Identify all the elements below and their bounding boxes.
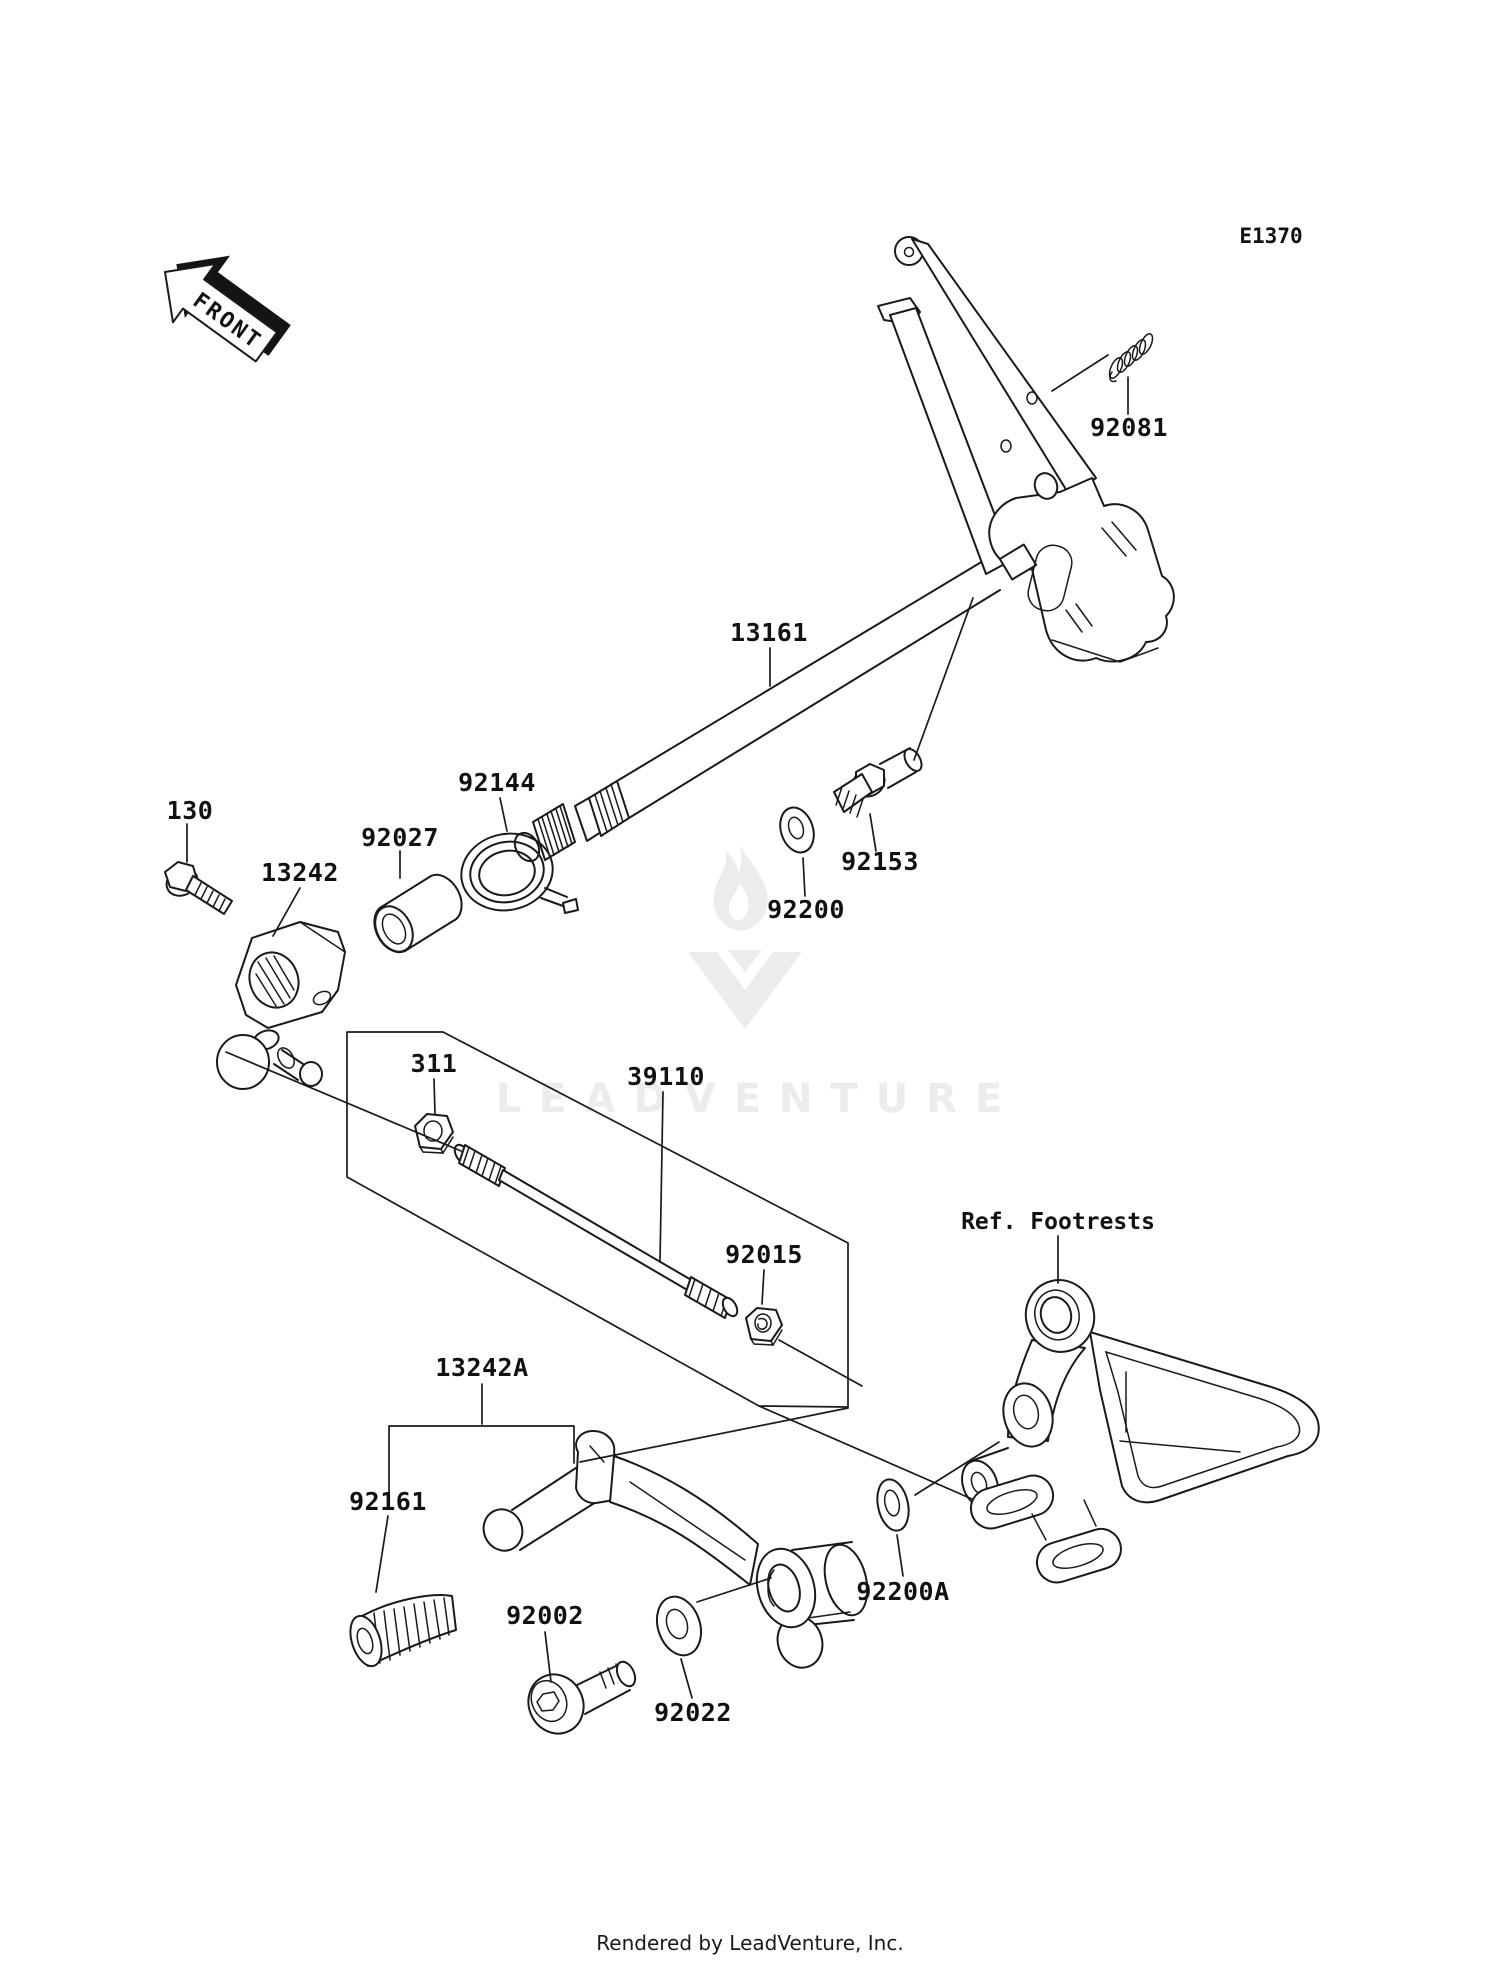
front-arrow-face	[164, 263, 278, 363]
leader-lines	[186, 354, 1129, 1699]
part-label-13242: 13242	[261, 858, 339, 887]
shaft-end-key	[998, 543, 1038, 581]
boss-bottom-flange	[1051, 639, 1159, 663]
boss-end	[823, 1543, 869, 1617]
hex-socket	[536, 1691, 560, 1712]
part-label-92015: 92015	[725, 1240, 803, 1269]
prong-hole-2	[1000, 439, 1012, 453]
part-label-92081: 92081	[1090, 413, 1168, 442]
part-label-13161: 13161	[730, 618, 808, 647]
shift-return-spring-92144-part	[460, 832, 579, 914]
gear-change-mechanism-lever	[877, 236, 1175, 663]
part-label-39110: 39110	[627, 1062, 705, 1091]
ball-joint	[216, 1034, 270, 1090]
washer-92022-part	[655, 1595, 703, 1657]
pivot-bolt-92153-part	[833, 747, 923, 818]
rendered-by-footer: Rendered by LeadVenture, Inc.	[596, 1931, 903, 1955]
group-box-39110	[346, 1031, 849, 1408]
rod-thread-a	[458, 1144, 506, 1187]
bolt-thread-ribs	[835, 786, 864, 818]
boss-hatching	[1065, 521, 1137, 633]
footrest-bracket-reference	[961, 1279, 1320, 1584]
return-spring-92081-part	[1108, 333, 1154, 383]
leadventure-watermark: LEADVENTURE	[496, 845, 1021, 1122]
part-label-92022: 92022	[654, 1698, 732, 1727]
part-label-92144: 92144	[458, 768, 536, 797]
watermark-text: LEADVENTURE	[496, 1076, 1021, 1122]
pedal-pin-tip	[482, 1508, 524, 1552]
prong-hole-1	[1026, 391, 1038, 405]
spline-band-b	[588, 780, 630, 837]
shaft-edge-bottom	[628, 589, 1001, 819]
pivot-bolt-92002-part	[527, 1660, 637, 1735]
gear-pedal-assembly	[482, 1430, 869, 1669]
spline-ribs-b	[594, 783, 624, 833]
pedal-rubber-92161-part	[349, 1594, 457, 1668]
bolt-head-dome	[527, 1673, 585, 1735]
nut-92015-part	[745, 1307, 783, 1346]
right-prong	[911, 238, 1097, 497]
bore-hatching	[255, 955, 295, 1007]
part-label-92027: 92027	[361, 823, 439, 852]
bracket-guard-plate	[1089, 1331, 1320, 1504]
front-direction-arrow: FRONT	[164, 255, 291, 363]
part-labels: 92081 13161 92144 92027 130 13242 92153 …	[167, 413, 1168, 1727]
rod-body	[498, 1169, 694, 1292]
flame-icon-inner	[728, 884, 749, 921]
ratchet-slot	[1027, 544, 1073, 612]
nut-311-part	[414, 1113, 454, 1154]
v-logo-notch	[728, 950, 762, 972]
part-label-311: 311	[411, 1049, 458, 1078]
mount-tab-2	[1035, 1527, 1122, 1584]
part-label-92200A: 92200A	[856, 1577, 949, 1606]
v-logo-icon	[688, 952, 802, 1029]
tie-rod-39110-part	[453, 1143, 739, 1319]
bolt-shank	[185, 875, 233, 915]
part-label-92200: 92200	[767, 895, 845, 924]
group-box-13242A	[388, 1425, 575, 1507]
bolt-threads	[194, 882, 226, 912]
part-label-92161: 92161	[349, 1487, 427, 1516]
collar-92027-part	[373, 873, 463, 954]
shift-shaft-13161-part	[513, 557, 1001, 863]
washer-92200-part	[779, 806, 815, 854]
shaft-body-fill	[617, 558, 1000, 818]
pinch-bolt-hole	[312, 990, 332, 1006]
bolt-thread-body	[833, 773, 873, 813]
shift-arm-13242-part	[216, 921, 346, 1090]
part-label-13242A: 13242A	[435, 1353, 528, 1382]
reference-footrests-label: Ref. Footrests	[961, 1209, 1155, 1235]
hook-hole	[903, 246, 915, 258]
pivot-hole	[1033, 472, 1059, 500]
clamp-bore	[248, 951, 300, 1009]
flange-bolt-130-part	[164, 861, 233, 915]
part-label-92002: 92002	[506, 1601, 584, 1630]
part-label-92153: 92153	[841, 847, 919, 876]
pedal-arm	[609, 1455, 759, 1586]
pedal-pivot-hole	[767, 1563, 801, 1613]
part-label-130: 130	[167, 796, 214, 825]
shaft-edge-top	[616, 557, 989, 782]
washer-92200A-part	[876, 1478, 910, 1532]
page-code: E1370	[1239, 224, 1302, 248]
ball-stud	[273, 1047, 323, 1087]
spring-foot	[562, 898, 579, 914]
